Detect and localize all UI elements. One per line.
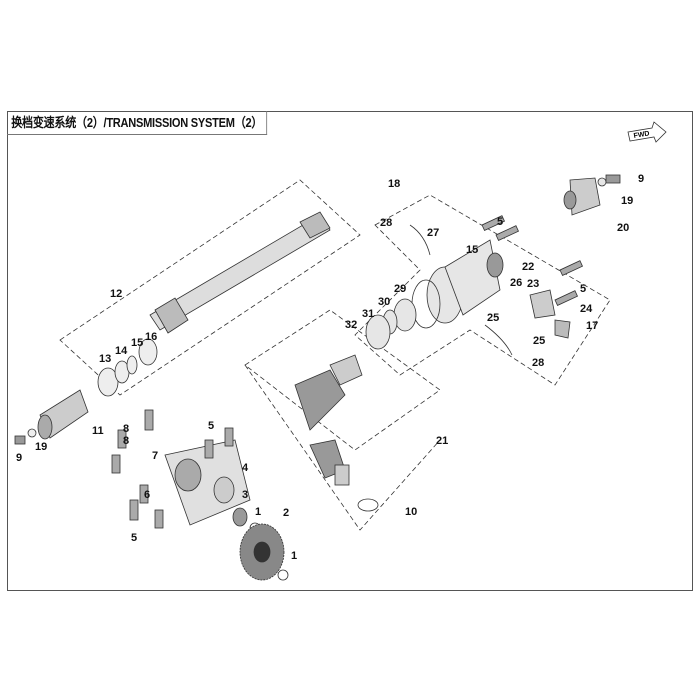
bearing-30	[393, 298, 417, 332]
housing-group-box	[354, 194, 611, 386]
callout-31: 31	[362, 308, 374, 320]
callout-5: 5	[580, 283, 586, 295]
callout-2: 2	[283, 507, 289, 519]
bearing-13	[97, 367, 119, 397]
callout-28: 28	[380, 217, 392, 229]
callout-15: 15	[131, 337, 143, 349]
callout-21: 21	[436, 435, 448, 447]
circlip-1	[277, 569, 289, 581]
callout-12: 12	[110, 288, 122, 300]
ring-15	[126, 355, 138, 375]
sensor-24	[554, 319, 571, 339]
callout-20: 20	[617, 222, 629, 234]
callout-6: 6	[144, 489, 150, 501]
callout-15: 15	[466, 244, 478, 256]
bearing-32	[365, 314, 391, 350]
output-group-box	[244, 364, 441, 531]
washer-19	[27, 428, 37, 438]
callout-1: 1	[255, 506, 261, 518]
callout-16: 16	[145, 331, 157, 343]
bolt-9	[605, 174, 621, 184]
callout-26: 26	[510, 277, 522, 289]
callout-27: 27	[427, 227, 439, 239]
callout-25: 25	[533, 335, 545, 347]
callout-32: 32	[345, 319, 357, 331]
callout-5: 5	[131, 532, 137, 544]
shaft-group-box	[59, 179, 361, 396]
gearbox-housing	[164, 439, 289, 581]
callout-14: 14	[115, 345, 128, 357]
callout-28: 28	[532, 357, 544, 369]
callout-24: 24	[580, 303, 593, 315]
bevel-gears	[294, 354, 379, 512]
callout-9: 9	[16, 452, 22, 464]
callout-9: 9	[638, 173, 644, 185]
callout-10: 10	[405, 506, 417, 518]
callout-1: 1	[291, 550, 297, 562]
transmission-housing	[365, 174, 621, 356]
callout-13: 13	[99, 353, 111, 365]
callout-17: 17	[586, 320, 598, 332]
callout-23: 23	[527, 278, 539, 290]
seal-22	[486, 252, 504, 278]
switch-23	[529, 289, 556, 319]
callout-19: 19	[621, 195, 633, 207]
callout-3: 3	[242, 489, 248, 501]
callout-22: 22	[522, 261, 534, 273]
callout-30: 30	[378, 296, 390, 308]
bolt-9	[14, 435, 26, 445]
callout-19: 19	[35, 441, 47, 453]
callout-4: 4	[242, 462, 249, 474]
callout-5: 5	[497, 216, 503, 228]
callout-29: 29	[394, 283, 406, 295]
bearing-3	[232, 507, 248, 527]
callout-25: 25	[487, 312, 499, 324]
bearing-16	[138, 338, 158, 366]
main-shaft	[149, 211, 331, 334]
bolts	[111, 409, 234, 529]
callout-7: 7	[152, 450, 158, 462]
fwd-arrow-icon	[627, 121, 667, 143]
callout-18: 18	[388, 178, 400, 190]
fwd-label: FWD	[633, 130, 650, 140]
diagram-frame	[7, 111, 693, 591]
callout-8: 8	[123, 423, 129, 435]
callout-11: 11	[92, 425, 104, 437]
diagram-title: 换档变速系统（2）/TRANSMISSION SYSTEM（2）	[7, 111, 268, 135]
callout-8: 8	[123, 435, 129, 447]
callout-5: 5	[208, 420, 214, 432]
